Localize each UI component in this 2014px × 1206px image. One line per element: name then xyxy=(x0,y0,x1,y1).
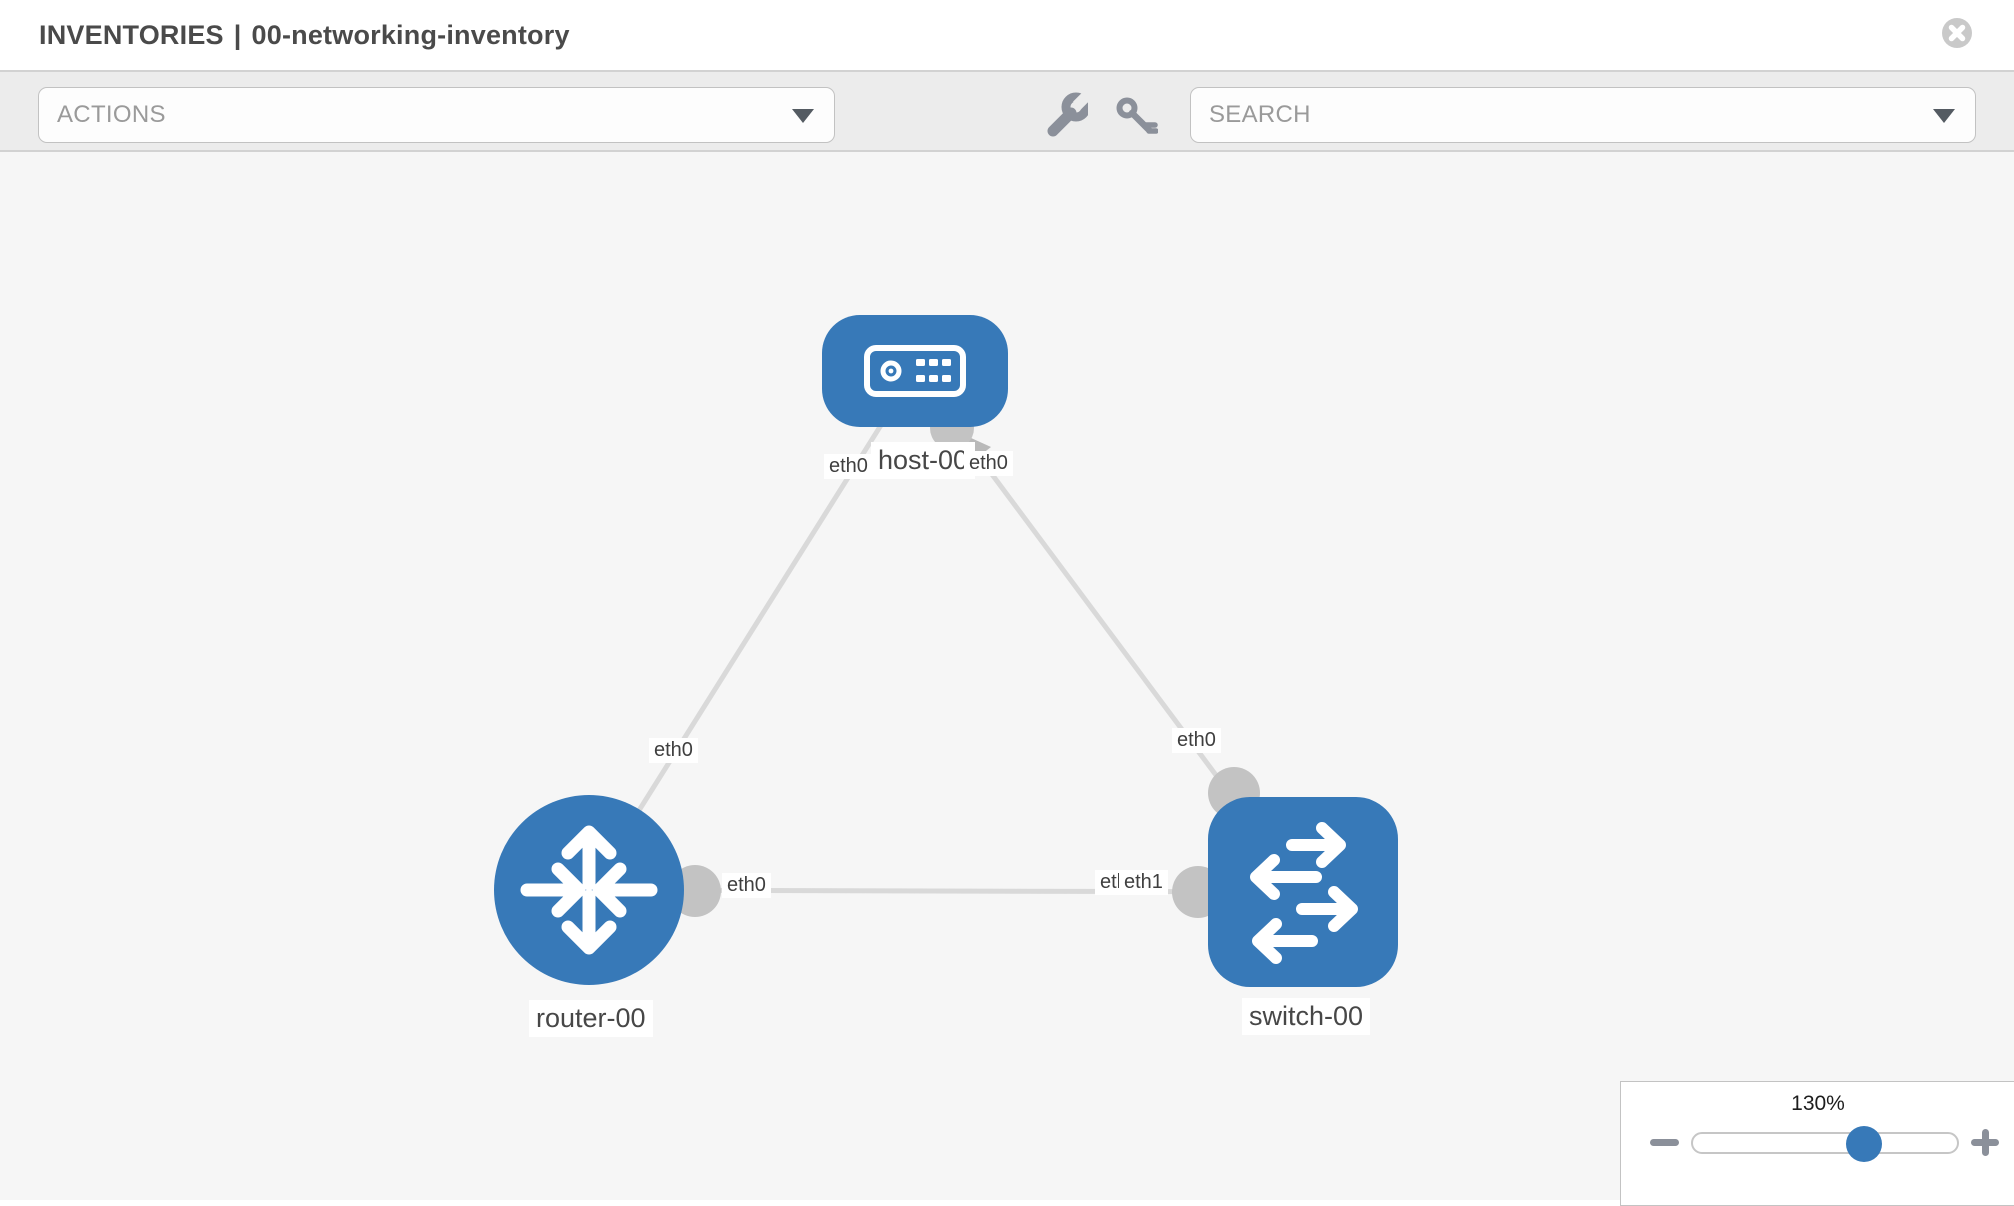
breadcrumb-section: INVENTORIES xyxy=(39,20,224,50)
title-separator: | xyxy=(233,20,242,50)
chevron-down-icon xyxy=(792,109,814,123)
router-arrows-icon xyxy=(520,825,658,955)
interface-label: eth0 xyxy=(824,454,873,479)
zoom-slider-track[interactable] xyxy=(1691,1132,1959,1154)
node-switch-00[interactable] xyxy=(1208,797,1398,987)
interface-label: eth0 xyxy=(649,738,698,763)
chevron-down-icon xyxy=(1933,109,1955,123)
zoom-panel: 130% xyxy=(1620,1081,2014,1206)
search-dropdown[interactable]: SEARCH xyxy=(1190,87,1976,143)
interface-label: eth0 xyxy=(1172,728,1221,753)
switch-arrows-icon xyxy=(1250,822,1358,964)
zoom-slider-thumb[interactable] xyxy=(1846,1126,1882,1162)
interface-label: eth0 xyxy=(964,451,1013,476)
actions-dropdown[interactable]: ACTIONS xyxy=(38,87,835,143)
node-label-switch-00: switch-00 xyxy=(1242,998,1371,1035)
search-dropdown-label: SEARCH xyxy=(1209,101,1311,128)
zoom-in-button[interactable] xyxy=(1969,1127,2001,1159)
topology-graph xyxy=(494,315,1398,987)
node-label-router-00: router-00 xyxy=(529,1000,653,1037)
interface-label: eth0 xyxy=(722,873,771,898)
toolbar: ACTIONS SEARCH xyxy=(0,72,2014,152)
page-title: INVENTORIES | 00-networking-inventory xyxy=(39,0,570,70)
node-host-00[interactable] xyxy=(822,315,1008,427)
close-icon[interactable] xyxy=(1942,18,1972,48)
zoom-level: 130% xyxy=(1791,1092,1845,1115)
server-icon xyxy=(864,345,966,397)
inventory-name: 00-networking-inventory xyxy=(251,20,570,50)
panel-header: INVENTORIES | 00-networking-inventory xyxy=(0,0,2014,72)
node-label-host-00: host-00 xyxy=(871,442,976,479)
zoom-out-button[interactable] xyxy=(1650,1139,1679,1146)
topology-canvas[interactable]: host-00 router-00 switch-00 eth0 eth0 et… xyxy=(0,152,2014,1206)
wrench-icon[interactable] xyxy=(1042,92,1088,138)
key-icon[interactable] xyxy=(1114,96,1158,140)
node-router-00[interactable] xyxy=(494,795,684,985)
actions-dropdown-label: ACTIONS xyxy=(57,101,166,128)
interface-label: eth1 xyxy=(1119,870,1168,895)
